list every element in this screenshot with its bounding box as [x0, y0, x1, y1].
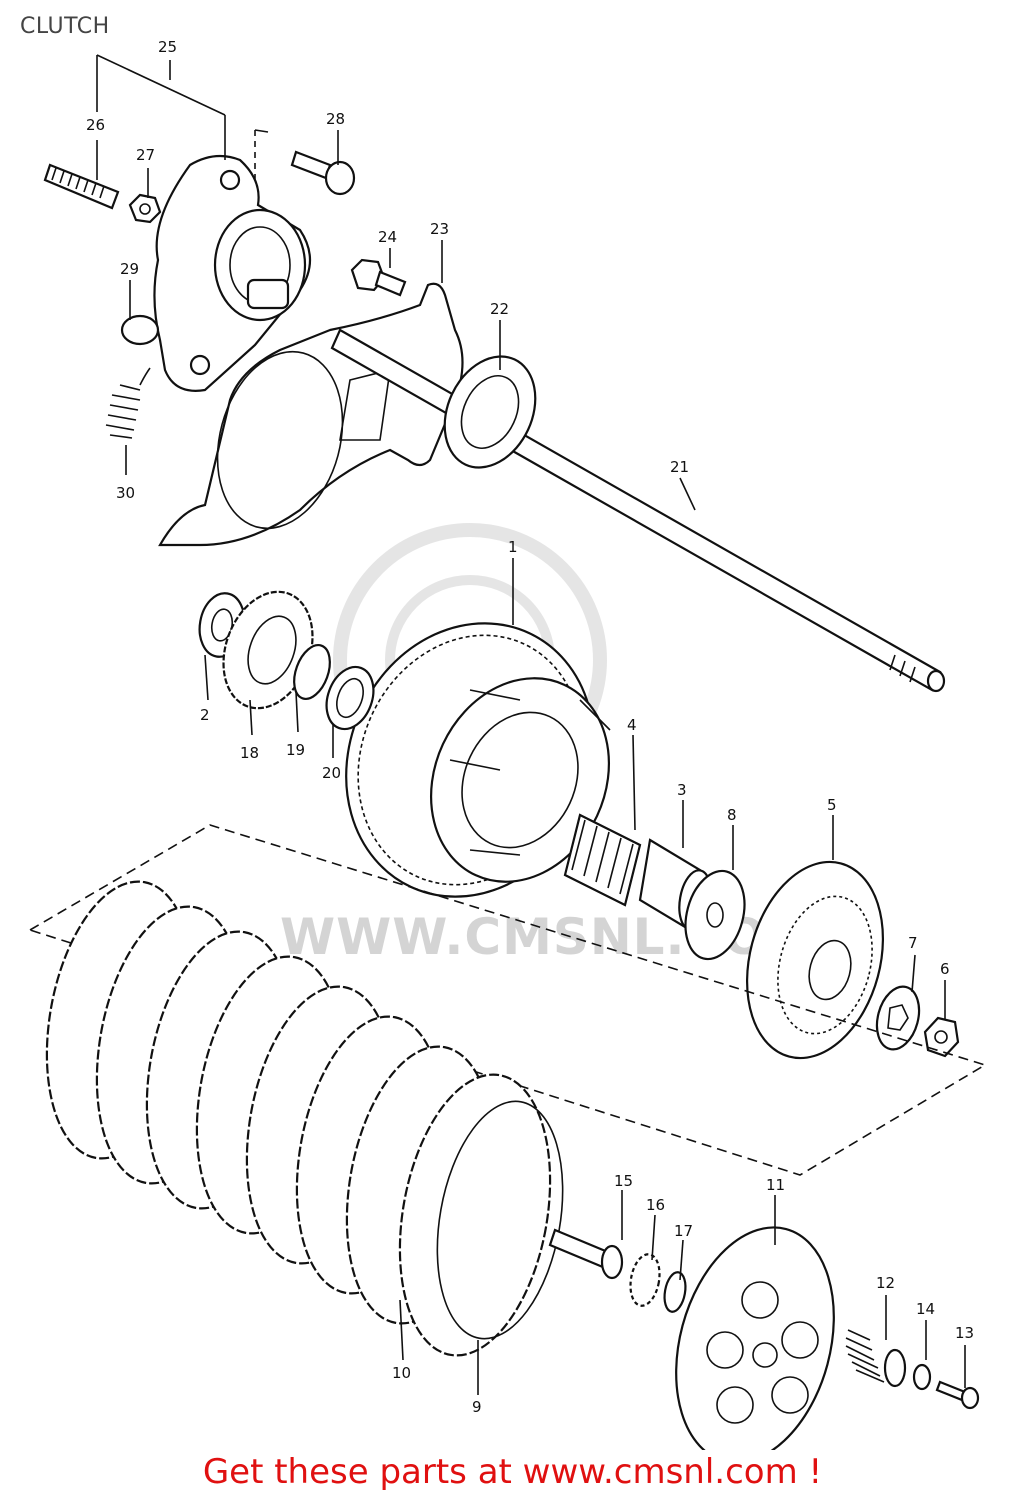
cover-gasket-part: [158, 282, 464, 547]
cap-screw-part: [290, 150, 356, 196]
callout-9: 9: [472, 1398, 482, 1416]
callout-20: 20: [322, 764, 341, 782]
callout-28: 28: [326, 110, 345, 128]
spring-washer-part: [912, 1363, 932, 1391]
clutch-spring-part: [845, 1329, 907, 1388]
callout-29: 29: [120, 260, 139, 278]
thrust-washer-8-part: [684, 869, 746, 961]
callout-26: 26: [86, 116, 105, 134]
spring-bolt-part: [935, 1380, 980, 1410]
release-lever-part: [153, 154, 311, 392]
pin-part: [120, 314, 160, 346]
callout-labels: 25 26 27 28 24 23 29 22 30 21 1 2 18 19 …: [86, 38, 974, 1416]
thrust-bearing-part: [629, 1253, 661, 1307]
return-spring-part: [105, 367, 151, 439]
clutch-plate-stack-part: [45, 880, 564, 1357]
callout-23: 23: [430, 220, 449, 238]
callout-19: 19: [286, 741, 305, 759]
callout-14: 14: [916, 1300, 935, 1318]
release-bearing-part: [443, 355, 537, 469]
footer-link-text[interactable]: Get these parts at www.cmsnl.com !: [202, 1452, 823, 1492]
callout-24: 24: [378, 228, 397, 246]
callout-25: 25: [158, 38, 177, 56]
bolt-part: [350, 258, 407, 297]
callout-2: 2: [200, 706, 210, 724]
callout-27: 27: [136, 146, 155, 164]
needle-bearing-part: [563, 813, 642, 907]
clutch-exploded-diagram: 25 26 27 28 24 23 29 22 30 21 1 2 18 19 …: [28, 38, 987, 1450]
washer-17-part: [663, 1271, 687, 1313]
leader-lines: [96, 54, 966, 1395]
callout-15: 15: [614, 1172, 633, 1190]
needle-bearing-small-part: [325, 665, 375, 731]
callout-16: 16: [646, 1196, 665, 1214]
callout-10: 10: [392, 1364, 411, 1382]
callout-17: 17: [674, 1222, 693, 1240]
pressure-disc-part: [675, 1226, 835, 1450]
callout-4: 4: [627, 716, 637, 734]
adjusting-screw-part: [43, 163, 120, 210]
callout-18: 18: [240, 744, 259, 762]
callout-13: 13: [955, 1324, 974, 1342]
spacer-part: [293, 644, 331, 700]
push-rod-part: [330, 328, 946, 693]
nut-part: [923, 1016, 960, 1058]
clutch-sleeve-hub-part: [745, 860, 885, 1060]
plate-set-frame: [28, 824, 987, 1176]
callout-12: 12: [876, 1274, 895, 1292]
lock-washer-part: [875, 985, 921, 1051]
locknut-part: [128, 193, 162, 224]
callout-30: 30: [116, 484, 135, 502]
callout-7: 7: [908, 934, 918, 952]
callout-8: 8: [727, 806, 737, 824]
callout-5: 5: [827, 796, 837, 814]
callout-11: 11: [766, 1176, 785, 1194]
push-piece-part: [548, 1228, 624, 1280]
callout-22: 22: [490, 300, 509, 318]
callout-3: 3: [677, 781, 687, 799]
callout-21: 21: [670, 458, 689, 476]
callout-6: 6: [940, 960, 950, 978]
diagram-title: CLUTCH: [20, 14, 110, 39]
callout-1: 1: [508, 538, 518, 556]
